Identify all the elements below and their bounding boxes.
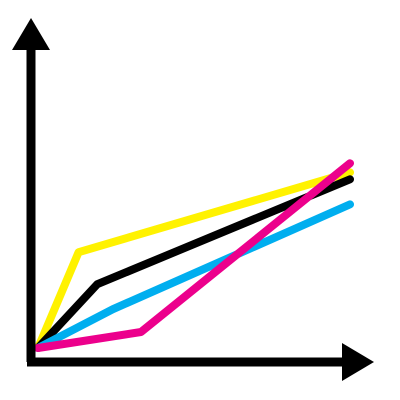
x-axis-arrow-icon [342,343,374,381]
series-line-4 [34,159,354,352]
axes [12,18,374,381]
series-line-1 [34,168,354,352]
series-line-3 [34,200,354,352]
series-line-2 [34,175,354,352]
y-axis-arrow-icon [12,18,50,50]
series-layer [34,159,354,352]
